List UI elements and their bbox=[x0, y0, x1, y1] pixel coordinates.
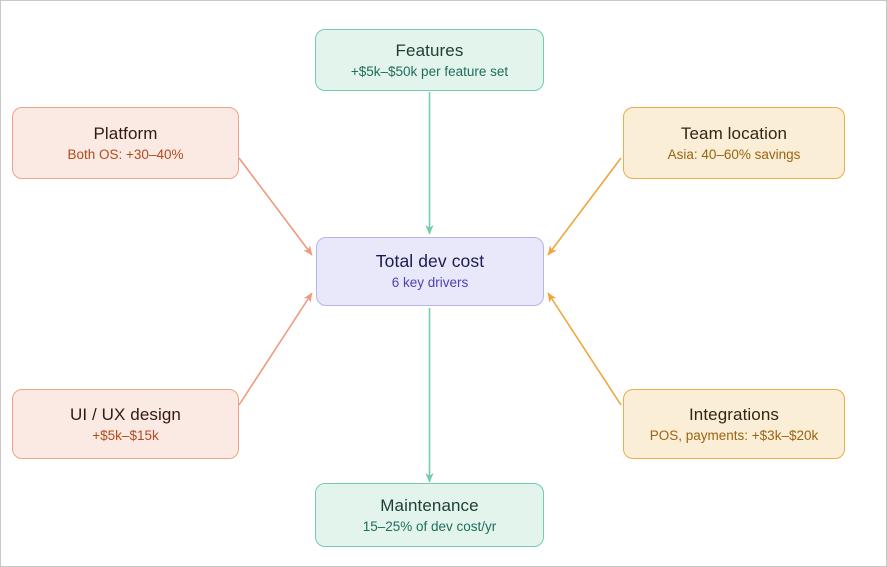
node-ui-ux-design[interactable]: UI / UX design +$5k–$15k bbox=[12, 389, 239, 459]
node-team-location-title: Team location bbox=[680, 123, 788, 143]
node-platform[interactable]: Platform Both OS: +30–40% bbox=[12, 107, 239, 179]
node-platform-title: Platform bbox=[93, 123, 158, 143]
node-features[interactable]: Features +$5k–$50k per feature set bbox=[315, 29, 544, 91]
node-integrations[interactable]: Integrations POS, payments: +$3k–$20k bbox=[623, 389, 845, 459]
node-maintenance-subtitle: 15–25% of dev cost/yr bbox=[362, 518, 497, 534]
edge-platform-to-center bbox=[238, 157, 313, 256]
node-platform-subtitle: Both OS: +30–40% bbox=[67, 146, 184, 162]
edge-integrations-to-center bbox=[547, 292, 622, 406]
node-total-dev-cost-subtitle: 6 key drivers bbox=[391, 275, 469, 290]
node-ui-ux-design-subtitle: +$5k–$15k bbox=[92, 427, 159, 443]
node-ui-ux-design-title: UI / UX design bbox=[69, 404, 181, 424]
node-maintenance-title: Maintenance bbox=[380, 495, 479, 515]
node-features-subtitle: +$5k–$50k per feature set bbox=[350, 63, 509, 79]
node-team-location[interactable]: Team location Asia: 40–60% savings bbox=[623, 107, 845, 179]
edge-team-location-to-center bbox=[547, 157, 622, 256]
node-team-location-subtitle: Asia: 40–60% savings bbox=[667, 146, 801, 162]
node-integrations-title: Integrations bbox=[688, 404, 780, 424]
edge-ui-ux-design-to-center bbox=[238, 292, 313, 406]
node-maintenance[interactable]: Maintenance 15–25% of dev cost/yr bbox=[315, 483, 544, 547]
node-integrations-subtitle: POS, payments: +$3k–$20k bbox=[649, 427, 819, 443]
node-total-dev-cost[interactable]: Total dev cost 6 key drivers bbox=[316, 237, 544, 306]
node-features-title: Features bbox=[395, 40, 464, 60]
node-total-dev-cost-title: Total dev cost bbox=[375, 251, 485, 271]
